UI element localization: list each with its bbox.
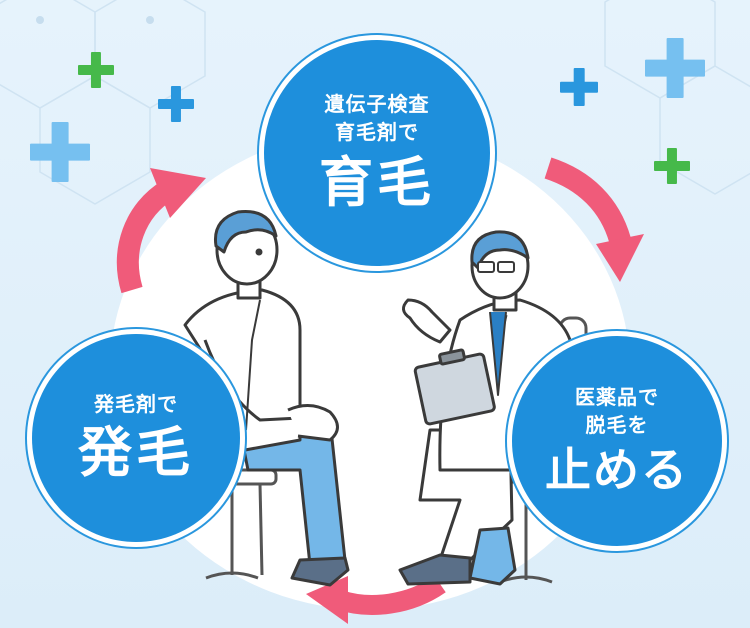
badge-right-title: 止める [545,443,689,497]
stop-hair-loss-badge: 医薬品で 脱毛を 止める [512,336,722,546]
curved-arrow-icon [596,234,644,282]
curved-arrow-icon [150,168,206,218]
curved-arrow-icon [116,180,175,294]
badge-top-line2: 育毛剤で [335,120,419,144]
badge-left-title: 発毛 [78,421,194,484]
badge-left-line1: 発毛剤で [94,392,178,416]
badge-top-title: 育毛 [319,151,435,214]
badge-top-line1: 遺伝子検査 [324,92,430,116]
badge-right-line2: 脱毛を [585,413,649,437]
hair-growth-badge: 発毛剤で 発毛 [32,334,240,542]
badge-right-line1: 医薬品で [575,385,659,409]
curved-arrow-icon [306,576,348,624]
genetic-test-growth-badge: 遺伝子検査 育毛剤で 育毛 [264,40,490,266]
patient-figure [183,210,350,587]
